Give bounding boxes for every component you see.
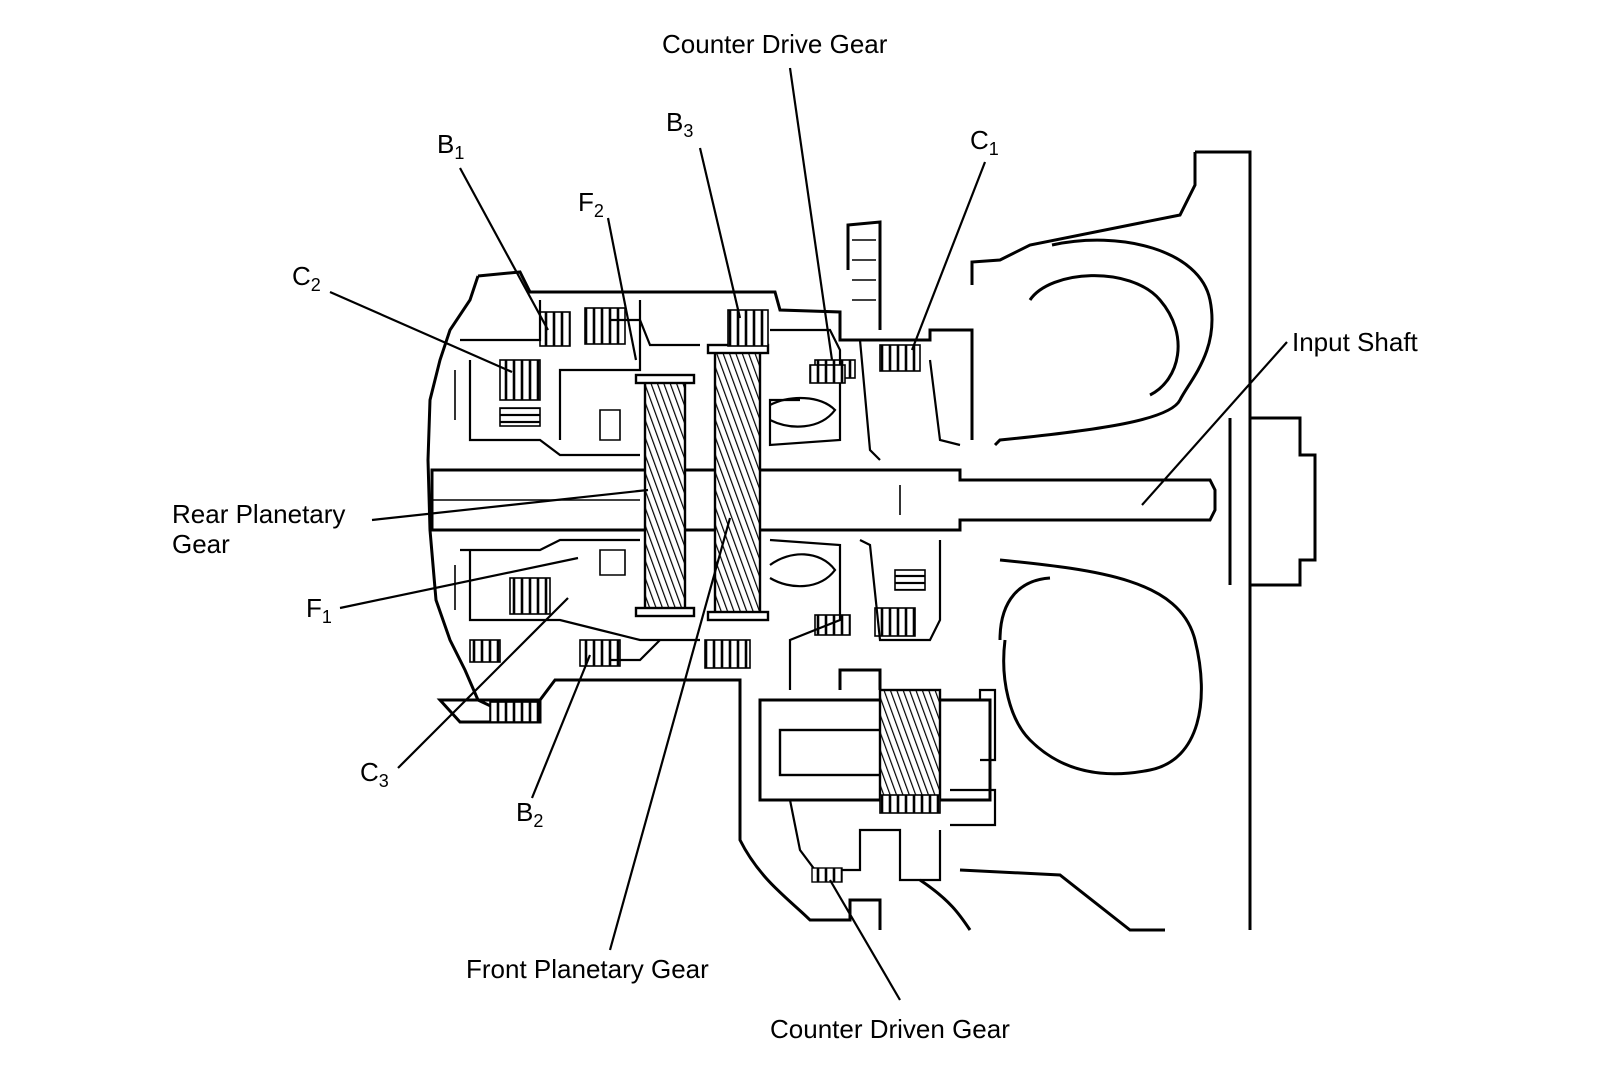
leader-counter-driven-gear — [829, 879, 901, 1001]
label-f2-sub: 2 — [593, 201, 604, 221]
label-b1: B1 — [437, 129, 465, 163]
leader-b1 — [459, 167, 549, 331]
label-c3-sub: 3 — [378, 771, 389, 791]
leader-f1 — [339, 556, 579, 610]
label-c3-main: C — [360, 757, 379, 787]
label-rear-planetary-line2: Gear — [172, 528, 230, 559]
label-b3-main: B — [666, 107, 684, 137]
label-counter-driven-gear: Counter Driven Gear — [770, 1014, 1010, 1044]
label-c1-main: C — [970, 125, 989, 155]
input-shaft-body — [430, 468, 1217, 532]
leader-b2 — [530, 654, 592, 799]
leader-c3 — [397, 597, 569, 769]
label-b1-sub: 1 — [454, 143, 465, 163]
leader-front-planetary — [608, 517, 732, 951]
label-c3: C3 — [360, 757, 389, 791]
label-c1-sub: 1 — [988, 139, 999, 159]
leader-c2 — [329, 290, 513, 374]
label-f1: F1 — [306, 593, 332, 627]
transaxle-case — [426, 220, 974, 930]
leader-b3 — [698, 147, 742, 319]
leader-c1 — [910, 161, 987, 351]
leader-lines — [329, 67, 1288, 1001]
front-planetary-gear-body — [706, 343, 770, 622]
label-b2-main: B — [516, 797, 534, 827]
clutch-packs — [469, 307, 926, 669]
label-b1-main: B — [437, 129, 455, 159]
label-f1-main: F — [306, 593, 322, 623]
counter-drive-assembly — [769, 364, 846, 588]
label-c2: C2 — [292, 261, 321, 295]
label-b3-sub: 3 — [683, 121, 694, 141]
converter-housing — [919, 150, 1317, 932]
label-b2-sub: 2 — [533, 811, 544, 831]
label-front-planetary-gear: Front Planetary Gear — [466, 954, 709, 984]
label-f2-main: F — [578, 187, 594, 217]
label-rear-planetary-gear: Rear Planetary Gear — [172, 499, 346, 560]
leader-rear-planetary — [371, 488, 649, 522]
label-rear-planetary-line1: Rear Planetary — [172, 499, 346, 529]
label-b3: B3 — [666, 107, 694, 141]
leader-f2 — [606, 217, 638, 361]
label-input-shaft: Input Shaft — [1292, 327, 1418, 357]
label-c2-sub: 2 — [310, 275, 321, 295]
label-f2: F2 — [578, 187, 604, 221]
leader-counter-drive-gear — [788, 67, 834, 361]
label-b2: B2 — [516, 797, 544, 831]
leader-input-shaft — [1141, 341, 1288, 506]
rear-planetary-gear-body — [634, 373, 696, 618]
label-c1: C1 — [970, 125, 999, 159]
label-c2-main: C — [292, 261, 311, 291]
internal-drums — [454, 300, 961, 690]
label-counter-drive-gear: Counter Drive Gear — [662, 29, 888, 59]
counter-driven-assembly — [758, 668, 997, 883]
label-f1-sub: 1 — [321, 607, 332, 627]
